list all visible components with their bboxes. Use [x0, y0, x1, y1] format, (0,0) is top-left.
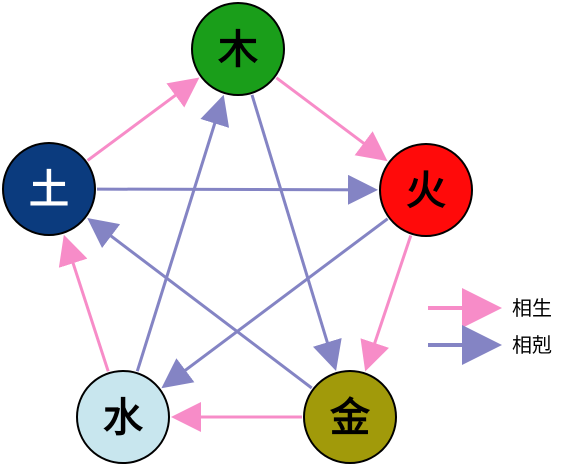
legend-generating: 相生	[428, 288, 552, 328]
node-metal: 金	[303, 370, 397, 464]
legend-generating-label: 相生	[512, 296, 552, 320]
node-wood: 木	[191, 2, 285, 96]
edges-layer	[58, 76, 413, 432]
edge-water-to-earth-generating	[58, 234, 110, 372]
nodes-layer: 木 火 金 水 土	[2, 2, 473, 464]
wood-label: 木	[218, 26, 258, 73]
fire-circle	[379, 143, 473, 237]
edge-fire-to-water-overcoming	[161, 217, 389, 389]
node-fire: 火	[379, 143, 473, 237]
earth-label: 土	[29, 166, 69, 213]
fire-label: 火	[406, 167, 446, 214]
metal-circle	[303, 370, 397, 464]
wood-circle	[191, 2, 285, 96]
legend-overcoming: 相剋	[428, 325, 552, 365]
water-circle	[76, 370, 170, 464]
node-earth: 土	[2, 142, 96, 236]
metal-label: 金	[329, 394, 371, 441]
edge-earth-to-fire-overcoming	[96, 174, 378, 205]
node-water: 水	[76, 370, 170, 464]
water-label: 水	[103, 394, 144, 441]
legend-overcoming-label: 相剋	[512, 333, 552, 357]
earth-circle	[2, 142, 96, 236]
edge-fire-to-metal-generating	[360, 235, 413, 372]
edge-wood-to-metal-overcoming	[250, 94, 342, 372]
edge-wood-to-fire-generating	[275, 76, 388, 162]
edge-water-to-wood-overcoming	[135, 94, 230, 372]
legend: 相生 相剋	[428, 288, 552, 365]
edge-metal-to-earth-overcoming	[87, 217, 313, 390]
edge-earth-to-wood-generating	[86, 77, 200, 162]
